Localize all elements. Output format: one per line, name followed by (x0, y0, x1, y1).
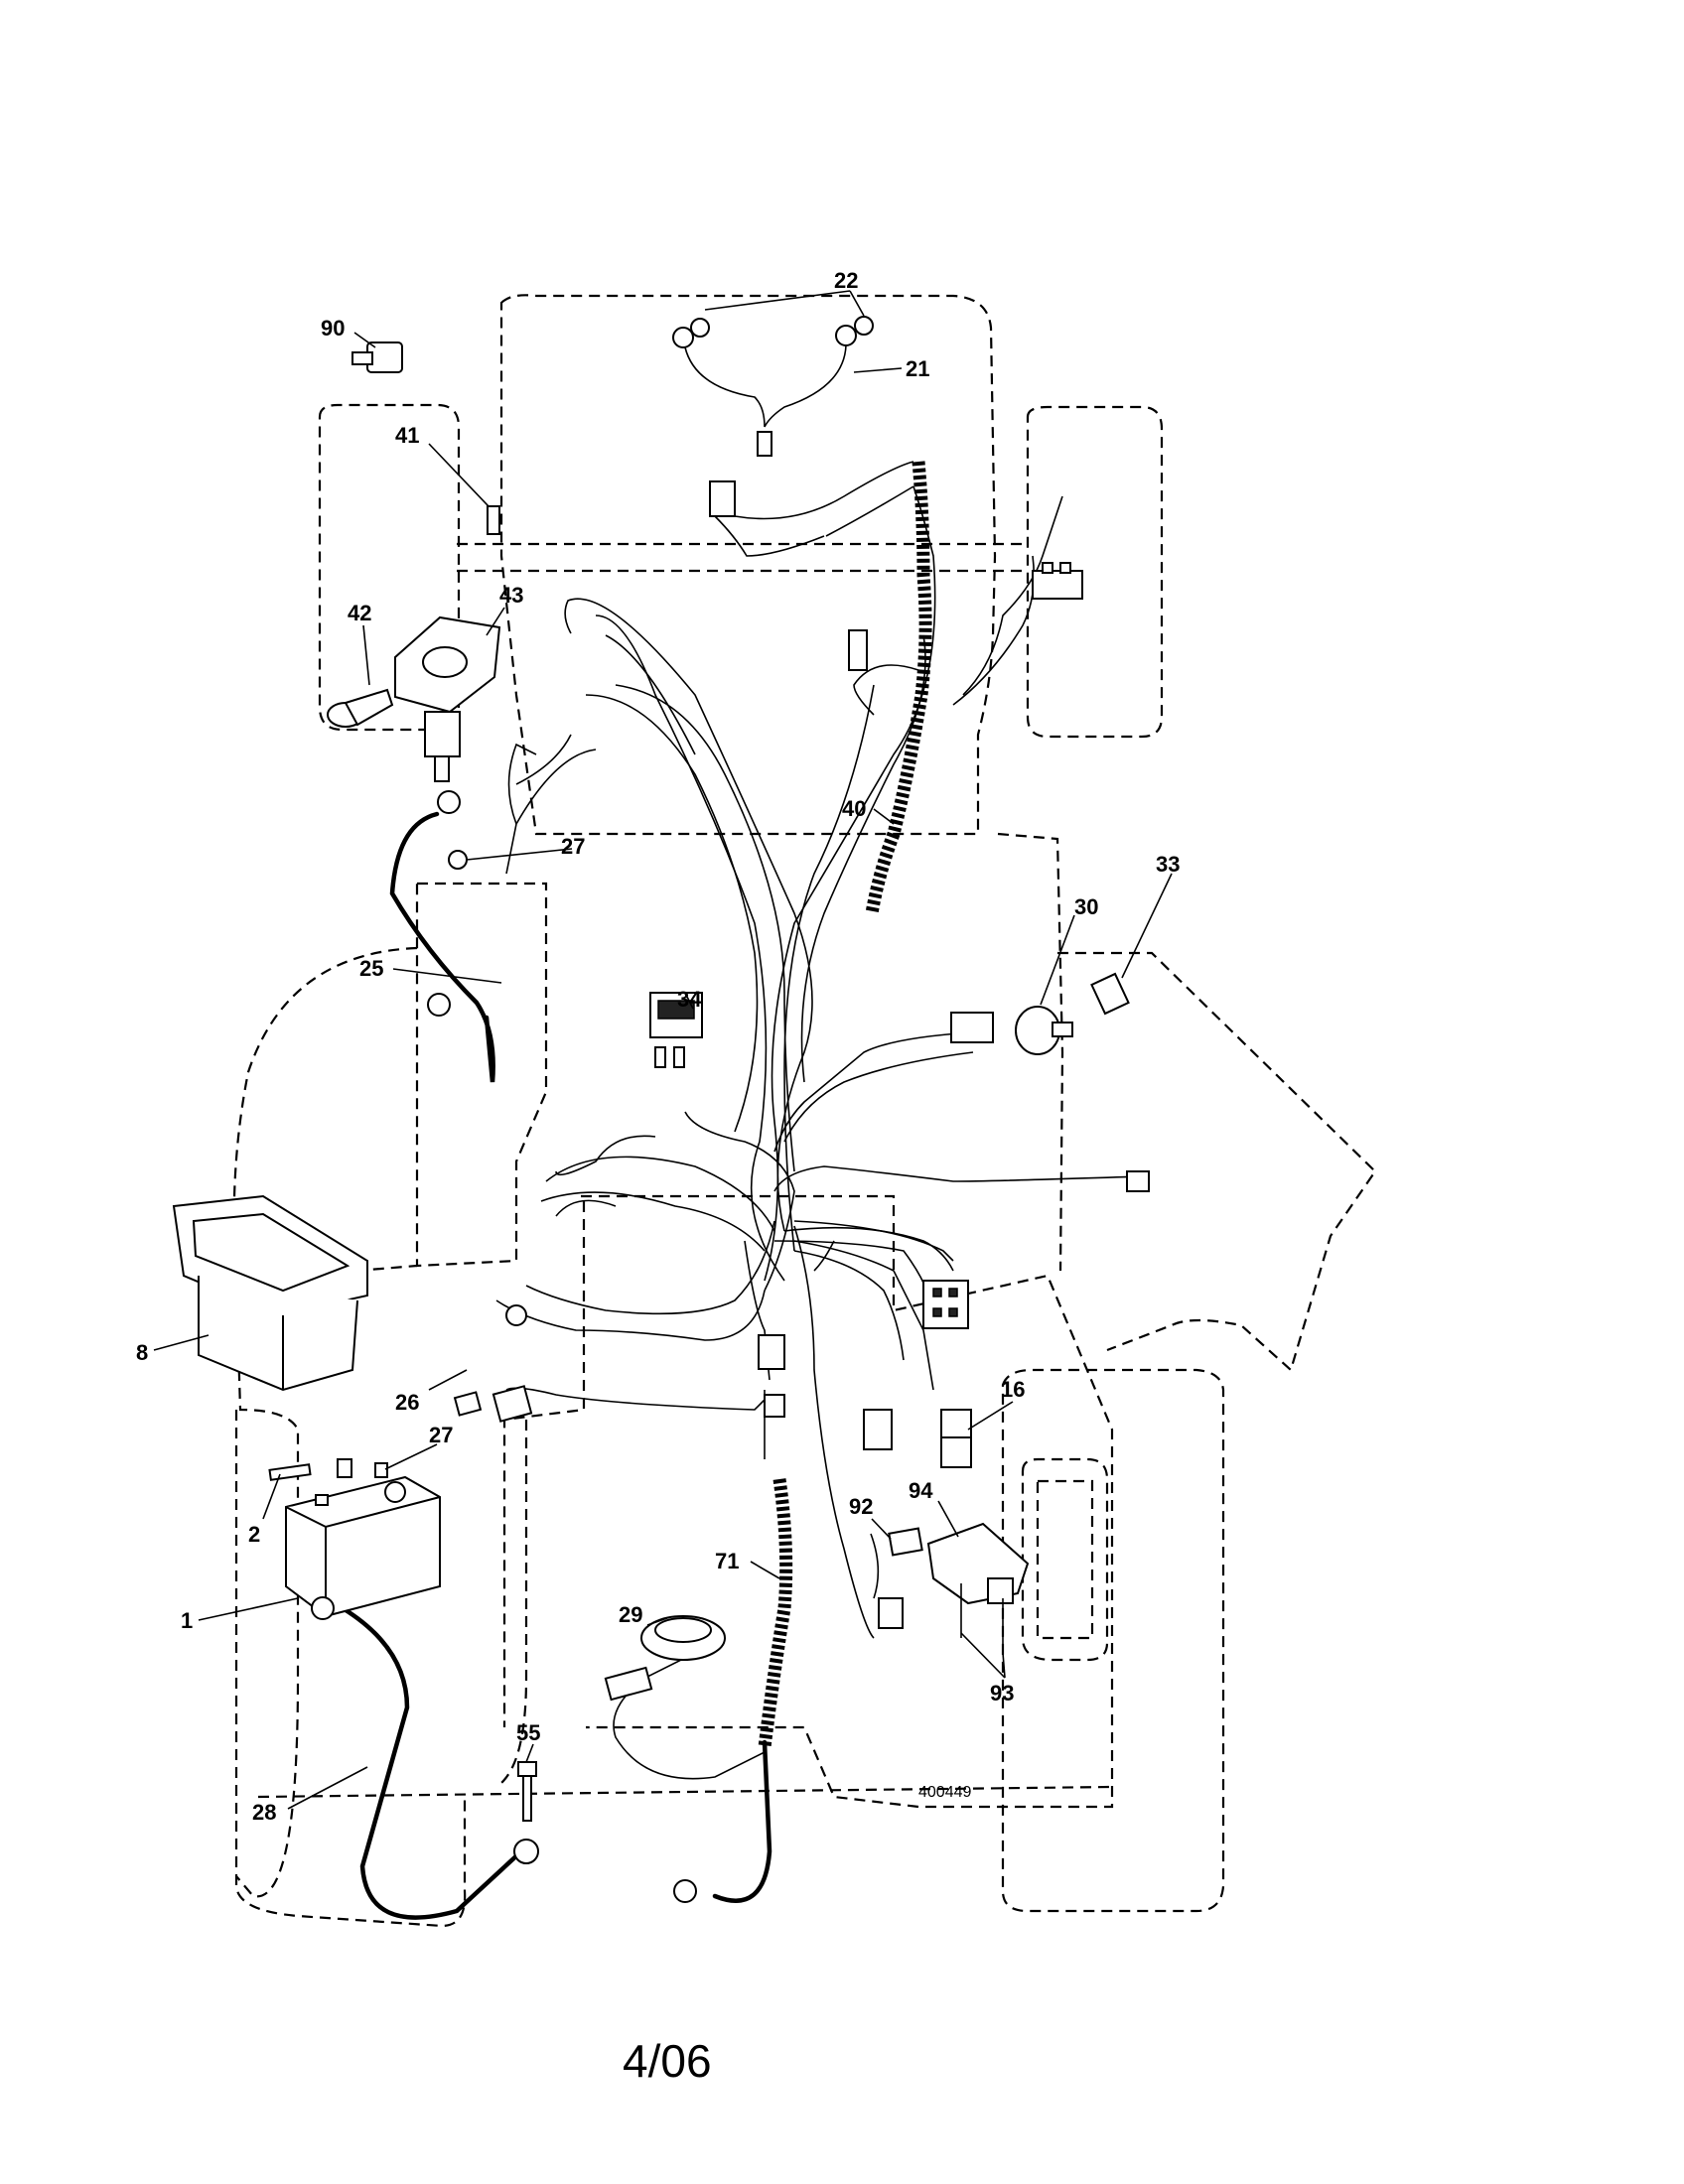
callout-21: 21 (906, 356, 929, 381)
connector-top (709, 480, 736, 517)
coiled-harness-sleeves (758, 461, 932, 1748)
light-switch (649, 992, 703, 1068)
callout-26: 26 (395, 1390, 419, 1415)
callout-29: 29 (619, 1602, 642, 1627)
harness-wires (495, 485, 1143, 1780)
callout-27a: 27 (561, 834, 585, 859)
callout-90: 90 (321, 316, 345, 341)
callout-55: 55 (516, 1720, 540, 1745)
nut-27b (374, 1462, 388, 1478)
seat-switch (926, 1522, 1030, 1605)
cables (340, 811, 772, 1920)
rubber-boot (327, 688, 394, 728)
callout-40: 40 (842, 796, 866, 821)
switch-33 (1090, 972, 1130, 1016)
connector-92a (888, 1527, 923, 1557)
nut-27 (448, 850, 468, 870)
callout-71: 71 (715, 1549, 739, 1573)
callout-22: 22 (834, 268, 858, 293)
ignition-key (351, 341, 403, 373)
callout-25: 25 (359, 956, 383, 981)
page-footer: 4/06 (623, 2035, 712, 2087)
connector-side (1126, 1170, 1150, 1192)
callout-8: 8 (136, 1340, 148, 1365)
ignition-switch (1015, 1006, 1073, 1055)
callout-93: 93 (990, 1681, 1014, 1706)
callout-28: 28 (252, 1800, 276, 1825)
callout-92: 92 (849, 1494, 873, 1519)
callout-41: 41 (395, 423, 419, 448)
callout-1: 1 (181, 1608, 193, 1633)
callout-34: 34 (677, 987, 702, 1012)
harness-sleeve-40 (865, 461, 932, 915)
multi-pin-connector (922, 1280, 969, 1329)
connector-30 (950, 1012, 994, 1043)
horn (640, 1615, 726, 1661)
connector-92b (878, 1597, 904, 1629)
horn-connector (604, 1666, 653, 1702)
headlight-bulbs (672, 316, 874, 457)
harness-sleeve-71 (758, 1478, 793, 1748)
callout-94: 94 (909, 1478, 933, 1503)
callout-43: 43 (499, 583, 523, 608)
bolt-2 (268, 1463, 312, 1481)
battery-box (172, 1194, 368, 1392)
terminal-clamp (337, 1458, 352, 1478)
callout-16: 16 (1001, 1377, 1025, 1402)
connector-lower (764, 1394, 785, 1418)
bolt-41 (487, 505, 500, 535)
starter-solenoid (394, 615, 501, 782)
parts (172, 316, 1150, 1903)
callout-27b: 27 (429, 1423, 453, 1447)
plug-mid (848, 629, 868, 671)
leader-lines (153, 290, 1173, 1810)
bolt-55 (517, 1761, 537, 1822)
battery (285, 1475, 441, 1618)
pto-connector (1032, 562, 1083, 600)
callout-labels: 90 22 21 41 43 42 40 27 33 30 25 34 8 26… (136, 268, 1180, 1825)
callout-42: 42 (348, 601, 371, 625)
connector-mid (758, 1334, 785, 1370)
diagram-id: 400449 (918, 1784, 971, 1801)
relay (940, 1409, 972, 1468)
callout-33: 33 (1156, 852, 1180, 877)
callout-30: 30 (1074, 894, 1098, 919)
callout-2: 2 (248, 1522, 260, 1547)
